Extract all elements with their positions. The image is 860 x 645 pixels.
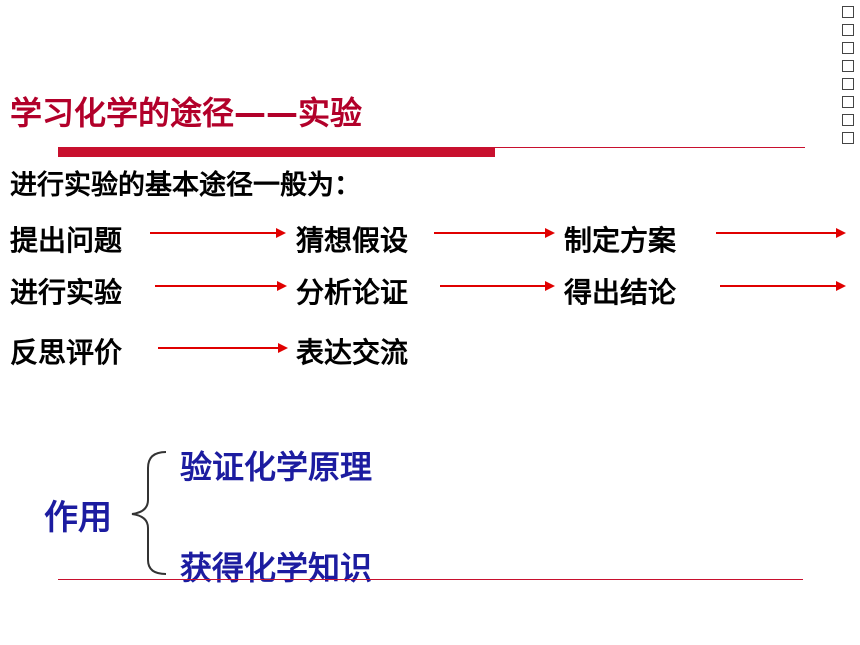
arrow-right-icon xyxy=(434,226,555,240)
arrow-right-icon xyxy=(716,226,846,240)
title-underline-thick xyxy=(58,147,495,157)
bullet-square-2 xyxy=(842,24,854,36)
step-experiment: 进行实验 xyxy=(10,276,123,309)
bullet-square-7 xyxy=(842,114,854,126)
bottom-rule xyxy=(58,579,803,580)
bullet-square-5 xyxy=(842,78,854,90)
step-communication: 表达交流 xyxy=(296,336,409,369)
bullet-column xyxy=(836,0,860,645)
step-reflection: 反思评价 xyxy=(10,336,123,369)
step-ask-question: 提出问题 xyxy=(10,224,123,257)
bullet-square-6 xyxy=(842,96,854,108)
purpose-item-verify: 验证化学原理 xyxy=(180,448,373,486)
slide-title: 学习化学的途径——实验 xyxy=(10,94,363,132)
bullet-square-3 xyxy=(842,42,854,54)
bullet-square-4 xyxy=(842,60,854,72)
purpose-item-knowledge: 获得化学知识 xyxy=(180,549,373,587)
step-hypothesis: 猜想假设 xyxy=(296,224,409,257)
arrow-right-icon xyxy=(150,226,286,240)
arrow-right-icon xyxy=(720,279,846,293)
step-analysis: 分析论证 xyxy=(296,276,409,309)
step-plan: 制定方案 xyxy=(564,224,677,257)
bullet-square-1 xyxy=(842,6,854,18)
bullet-square-8 xyxy=(842,132,854,144)
arrow-right-icon xyxy=(440,279,555,293)
step-conclusion: 得出结论 xyxy=(564,276,677,309)
purpose-label: 作用 xyxy=(44,498,112,538)
curly-brace-icon xyxy=(126,448,170,582)
intro-text: 进行实验的基本途径一般为： xyxy=(10,170,361,201)
arrow-right-icon xyxy=(155,279,287,293)
title-underline-thin xyxy=(495,147,805,148)
arrow-right-icon xyxy=(158,341,288,355)
